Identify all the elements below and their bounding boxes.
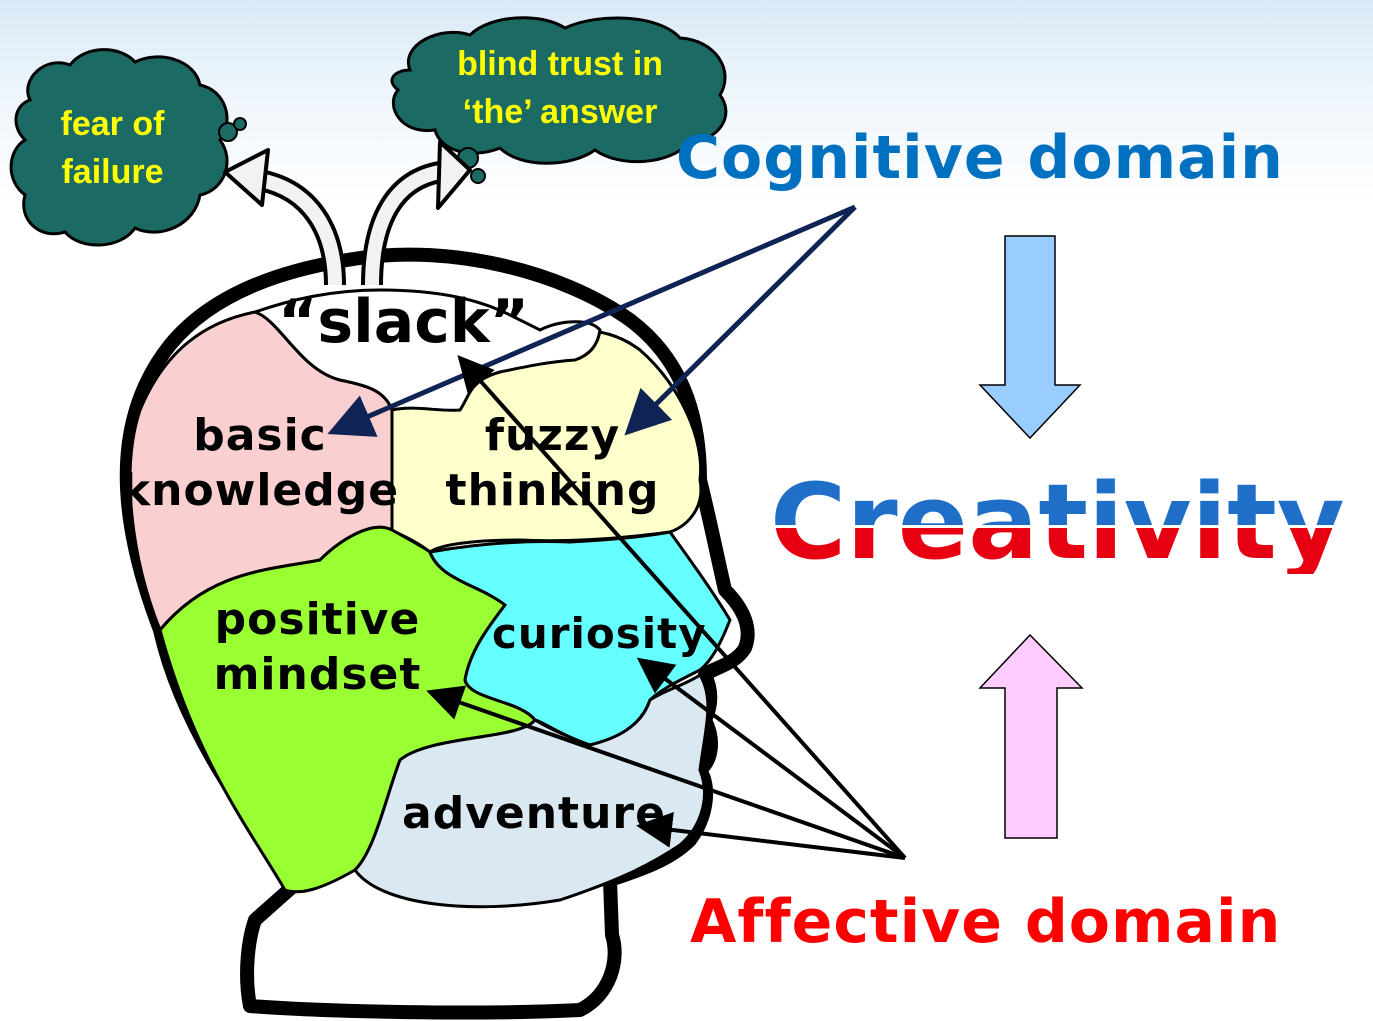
fear-of-failure-label: fear of failure bbox=[60, 105, 165, 192]
adventure-region bbox=[353, 672, 710, 909]
slack-label: “slack” bbox=[278, 287, 530, 357]
blind-trust-label: blind trust in ‘the’ answer bbox=[457, 45, 663, 132]
curiosity-label: curiosity bbox=[492, 609, 707, 658]
affective-arrows bbox=[426, 355, 907, 860]
cognitive-arrows bbox=[327, 204, 857, 437]
down-block-arrow bbox=[978, 235, 1082, 440]
affective-domain-label: Affective domain bbox=[690, 887, 1282, 957]
cloud-blind-trust bbox=[390, 16, 728, 184]
slack-region-border bbox=[250, 288, 602, 412]
creativity-label: Creativity bbox=[770, 461, 1345, 583]
up-block-arrow bbox=[978, 633, 1084, 839]
cognitive-domain-label: Cognitive domain bbox=[676, 123, 1284, 193]
positive-mindset-label: positive mindset bbox=[213, 594, 422, 700]
arrow-to-blind-trust bbox=[361, 140, 472, 286]
basic-knowledge-label: basic knowledge bbox=[120, 410, 400, 516]
arrow-to-fear-of-failure bbox=[223, 148, 346, 286]
cloud-fear-of-failure bbox=[9, 48, 247, 247]
adventure-label: adventure bbox=[402, 788, 666, 839]
fuzzy-thinking-label: fuzzy thinking bbox=[445, 410, 660, 516]
